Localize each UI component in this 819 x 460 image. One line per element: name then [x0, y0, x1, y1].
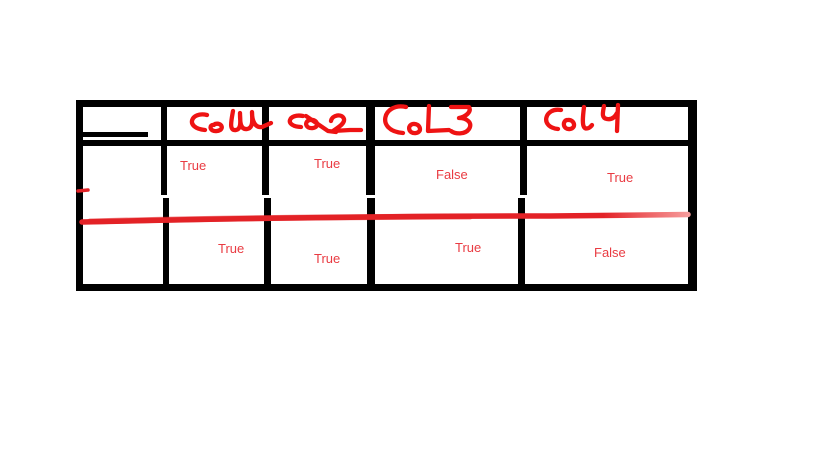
table-cell-r2-col2: True: [314, 251, 341, 266]
column-separator-4-top: [520, 107, 527, 195]
table-cell-r1-col1: True: [180, 158, 207, 173]
column-separator-1-bottom: [163, 198, 169, 284]
strike-line: [79, 211, 691, 225]
column-separator-3-bottom: [367, 198, 375, 284]
table-cell-r2-col4: False: [594, 245, 626, 260]
header-separator-stray-stroke: [80, 132, 148, 137]
header-separator-line: [76, 140, 697, 146]
strike-line-core: [87, 213, 473, 225]
col3-header-scrawl: [383, 103, 473, 136]
column-separator-2-bottom: [264, 198, 271, 284]
col2-header-scrawl: [287, 113, 364, 135]
table-border-left: [76, 100, 83, 291]
table-cell-r1-col3: False: [436, 167, 468, 182]
table-border-bottom: [76, 284, 697, 291]
column-separator-3-top: [366, 107, 375, 195]
column-separator-2-top: [262, 107, 269, 195]
table-border-right: [688, 100, 697, 291]
table-cell-r2-col3: True: [455, 240, 482, 255]
column-separator-1-top: [161, 107, 167, 195]
table-border-top: [76, 100, 697, 107]
table-cell-r1-col4: True: [607, 170, 634, 185]
column-separator-4-bottom: [518, 198, 525, 284]
col4-header-scrawl: [544, 102, 621, 134]
col1-header-scrawl: [189, 108, 274, 134]
table-cell-r1-col2: True: [314, 156, 341, 171]
table-cell-r2-col1: True: [218, 241, 245, 256]
